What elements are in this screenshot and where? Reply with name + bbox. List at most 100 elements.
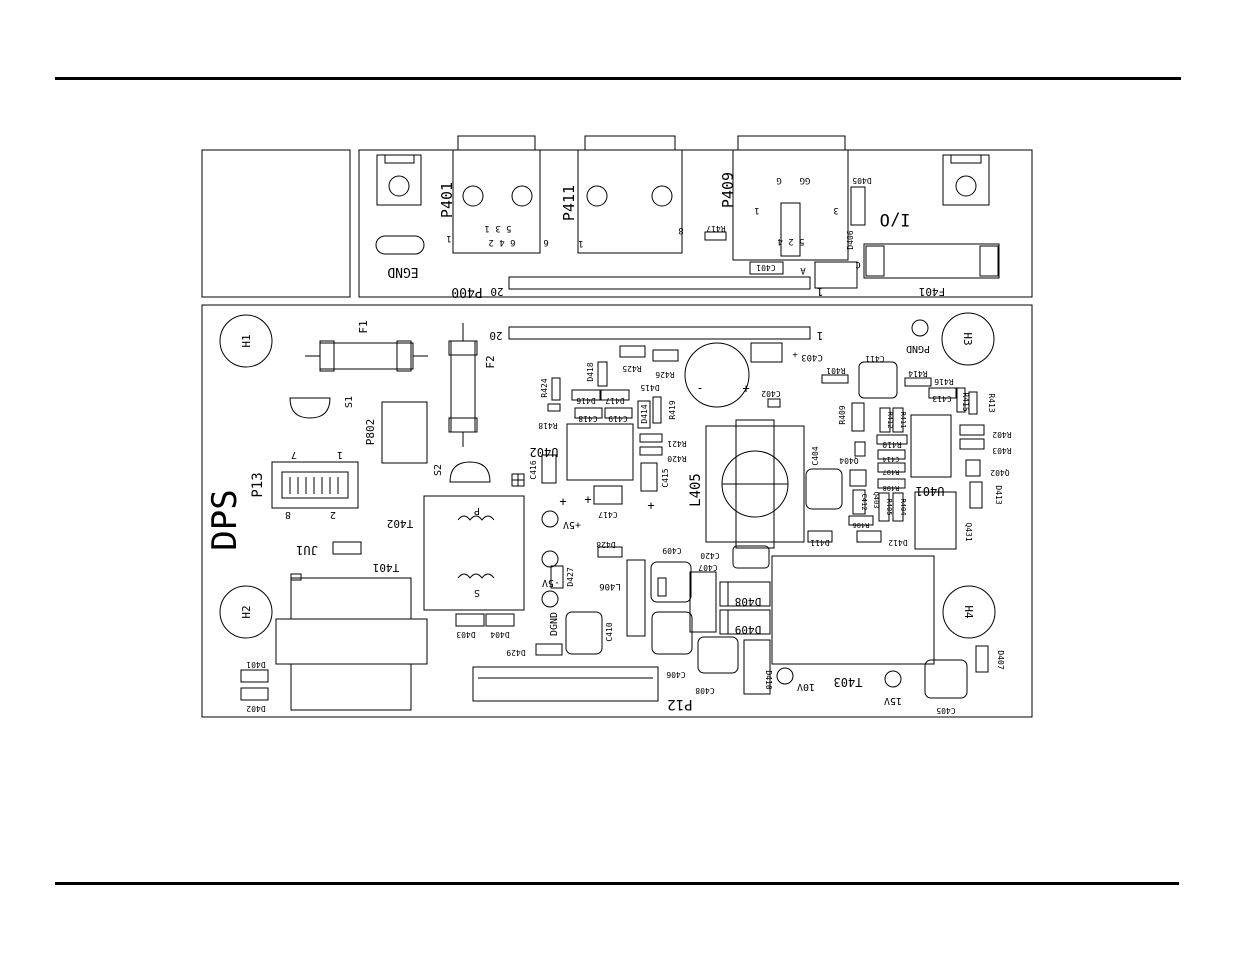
svg-text:R404: R404 [899,499,907,516]
p401-pin-6: 6 [543,237,548,247]
d401-label: D401 [246,660,265,669]
svg-text:C412: C412 [860,494,868,511]
r416: R416 [934,377,953,386]
svg-text:D411: D411 [810,538,829,547]
r404: R404 [892,492,907,522]
p401-label: P401 [438,182,456,218]
svg-text:H2: H2 [240,605,253,618]
c407: C407 [689,563,718,633]
svg-text:R413: R413 [987,393,996,412]
c401: C401 [749,261,784,275]
hole-h4: H4 [942,585,996,639]
svg-text:D409: D409 [735,623,762,636]
svg-text:C420: C420 [700,551,719,560]
io-side-block [201,149,351,298]
svg-text:F1: F1 [357,320,370,333]
electrolytic-cap: - + [684,342,750,408]
c404: C404 [805,446,843,510]
top-rule [55,77,1181,80]
svg-text:C410: C410 [605,622,614,641]
plus-mark-1: + [559,495,566,509]
c415: C415 [640,462,670,492]
svg-text:R405: R405 [885,499,893,516]
d402-label: D402 [246,704,265,713]
svg-text:T402: T402 [387,517,414,530]
d404-label: D404 [490,630,509,639]
svg-text:F401: F401 [919,285,946,298]
p401-pins-b: 6 4 2 [488,237,515,247]
svg-text:D418: D418 [586,362,595,381]
transformer-t401: T401 [275,561,428,711]
svg-text:P12: P12 [667,696,692,712]
r411: R411 [892,407,907,433]
svg-text:C415: C415 [661,468,670,487]
svg-text:R418: R418 [538,421,557,430]
svg-text:D416: D416 [576,396,595,405]
p401-pins-a: 5 3 1 [484,223,511,233]
svg-text:T403: T403 [834,675,863,689]
c402: C402 [761,389,781,408]
svg-text:D405: D405 [852,176,871,185]
d410: D410 [743,639,773,695]
inductor-l405: L405 [688,419,805,549]
q403: Q403 [872,492,880,509]
svg-text:H4: H4 [962,605,975,619]
egnd-label: EGND [387,264,418,279]
p411-connector: P411 1 8 [560,135,684,254]
d404-body [485,613,515,627]
d428: D428 [596,540,623,558]
c411: C411 [858,354,898,399]
q404: Q404 [839,441,866,465]
p411-pin-8: 8 [678,225,683,235]
svg-text:R425: R425 [622,364,641,373]
d429-body [535,643,563,656]
p411-label: P411 [560,185,578,221]
svg-text:R408: R408 [883,484,900,492]
hole-h3: H3 [941,312,995,366]
transformer-t403: T403 [771,555,935,689]
c420: C420 [700,545,770,569]
r410: R410 [876,434,908,449]
r412: R412 [879,407,894,433]
d413: D413 [969,481,1003,509]
svg-text:C402: C402 [761,389,780,398]
switch-s1: S1 [289,396,355,419]
d412: D412 [856,530,908,547]
switch-s2: S2 [433,461,491,483]
d429-label: D429 [506,648,525,657]
tp-10v: 10V [776,667,815,692]
tp-pgnd: PGND [906,319,930,354]
r417: R417 [704,224,727,241]
tp-15v: 15V [884,670,902,706]
d408: D408 [719,581,771,608]
svg-text:+5V: +5V [563,519,581,530]
d409: D409 [719,609,771,636]
r406: R406 [848,515,874,529]
svg-text:DGND: DGND [549,612,560,636]
p409-connector: P409 G GG 1 3 5 2 4 [719,135,849,261]
svg-text:R407: R407 [883,468,900,476]
svg-text:S1: S1 [344,396,355,408]
t402-p: P [474,505,480,516]
d414: D414 [637,400,651,429]
dps-title: DPS [205,489,245,550]
svg-text:C403: C403 [801,352,823,362]
c-marker: C [855,259,860,269]
p409-label: P409 [719,172,737,208]
svg-text:P13: P13 [250,472,266,497]
r420: R420 [639,446,687,463]
svg-text:R402: R402 [992,430,1011,439]
svg-text:D408: D408 [735,595,762,608]
svg-text:C404: C404 [811,446,820,465]
d427: D427 [550,565,575,589]
tp-dgnd: DGND [541,590,560,636]
svg-text:R417: R417 [706,224,725,233]
io-board-outline [358,149,1033,298]
svg-text:R410: R410 [882,440,901,449]
svg-text:D407: D407 [996,650,1005,669]
egnd-pad [375,235,425,255]
svg-text:C401: C401 [756,263,775,272]
p400-pin-20: 20 [490,285,503,298]
io-mount-left [376,154,422,206]
svg-text:C416: C416 [529,460,538,479]
